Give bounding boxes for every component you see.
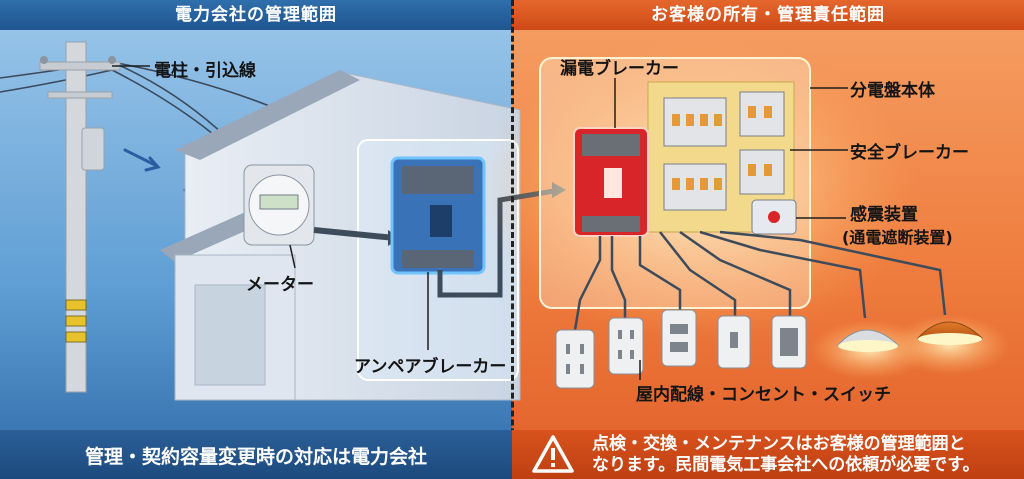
electric-meter bbox=[243, 164, 315, 246]
label-seismic-device-sub: (通電遮断装置) bbox=[842, 228, 953, 247]
footer-company: 管理・契約容量変更時の対応は電力会社 bbox=[0, 430, 512, 479]
warning-triangle-icon bbox=[532, 435, 574, 473]
footer-customer-line2: なります。民間電気工事会社への依頼が必要です。 bbox=[592, 455, 980, 475]
label-wiring: 屋内配線・コンセント・スイッチ bbox=[636, 385, 891, 405]
footer-customer-text: 点検・交換・メンテナンスはお客様の管理範囲と なります。民間電気工事会社への依頼… bbox=[592, 434, 980, 476]
safety-breakers bbox=[663, 91, 785, 211]
header-customer-scope: お客様の所有・管理責任範囲 bbox=[512, 0, 1024, 30]
footer-company-text: 管理・契約容量変更時の対応は電力会社 bbox=[84, 446, 427, 468]
label-safety-breaker: 安全ブレーカー bbox=[850, 143, 969, 163]
leader-lines bbox=[112, 65, 848, 380]
label-leakage-breaker: 漏電ブレーカー bbox=[560, 59, 679, 79]
label-ampere-breaker: アンペアブレーカー bbox=[354, 357, 507, 377]
label-pole: 電柱・引込線 bbox=[154, 61, 256, 81]
footer-customer-line1: 点検・交換・メンテナンスはお客様の管理範囲と bbox=[592, 434, 966, 454]
label-meter: メーター bbox=[246, 275, 314, 295]
branch-wires bbox=[573, 230, 947, 331]
outlets-switches bbox=[555, 309, 807, 389]
utility-pole bbox=[39, 41, 121, 393]
scope-divider bbox=[511, 0, 514, 479]
footer-customer: 点検・交換・メンテナンスはお客様の管理範囲と なります。民間電気工事会社への依頼… bbox=[512, 430, 1024, 479]
leakage-breaker-device bbox=[573, 127, 649, 237]
seismic-device bbox=[751, 199, 797, 235]
header-company-scope: 電力会社の管理範囲 bbox=[0, 0, 512, 30]
ampere-breaker-device bbox=[390, 156, 486, 275]
ceiling-lamps bbox=[810, 315, 1010, 380]
label-seismic-device: 感震装置 bbox=[850, 205, 918, 225]
label-panel-body: 分電盤本体 bbox=[850, 81, 935, 101]
